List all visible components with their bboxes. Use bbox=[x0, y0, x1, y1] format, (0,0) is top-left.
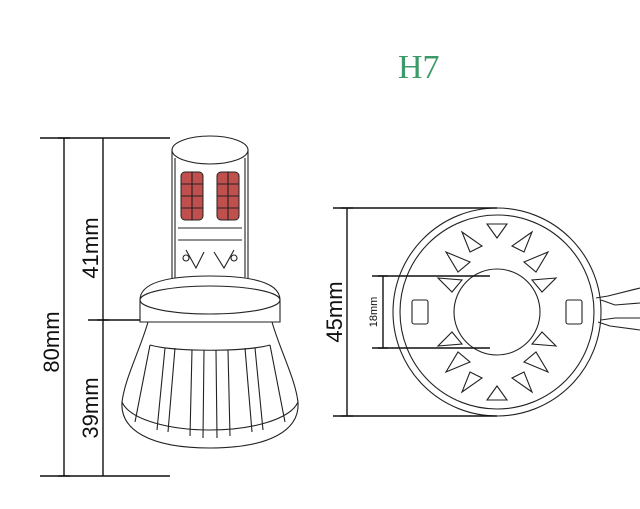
inner-diameter-label: 18mm bbox=[368, 297, 380, 328]
bulb-top-view bbox=[392, 207, 640, 417]
bulb-side-view bbox=[121, 135, 299, 449]
upper-height-label: 41mm bbox=[78, 217, 103, 278]
dimension-lines-left bbox=[40, 137, 170, 477]
lower-height-label: 39mm bbox=[78, 377, 103, 438]
diameter-label: 45mm bbox=[322, 281, 347, 342]
total-height-label: 80mm bbox=[39, 311, 64, 372]
diagram-title: H7 bbox=[398, 49, 440, 86]
dimension-lines-right bbox=[333, 207, 497, 417]
